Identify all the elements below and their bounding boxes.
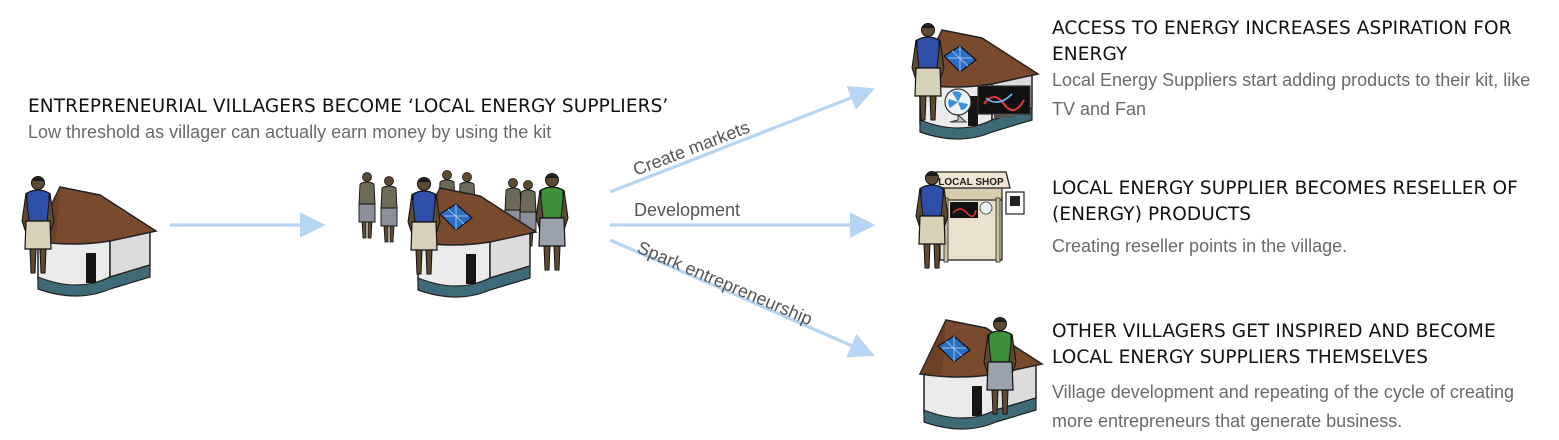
arrow-create-markets — [609, 85, 875, 194]
outcome-title-aspiration: ACCESS TO ENERGY INCREASES ASPIRATION FO… — [1052, 18, 1512, 65]
intro-title: ENTREPRENEURIAL VILLAGERS BECOME ‘LOCAL … — [28, 96, 669, 117]
villager-group-illustration — [358, 170, 569, 298]
local-shop-illustration: LOCAL SHOP — [915, 170, 1025, 269]
label-spark-entrepreneurship: Spark entrepreneurship — [634, 237, 815, 329]
fan-icon — [944, 88, 972, 123]
inspired-villager-illustration — [919, 316, 1043, 430]
energy-products-illustration — [911, 22, 1039, 140]
shop-sign: LOCAL SHOP — [938, 177, 1004, 188]
villager-house-illustration — [21, 175, 157, 297]
outcome-description-reseller: Creating reseller points in the village. — [1052, 236, 1348, 256]
intro-subtitle: Low threshold as villager can actually e… — [28, 122, 552, 142]
outcome-title-reseller: LOCAL ENERGY SUPPLIER BECOMES RESELLER O… — [1052, 178, 1518, 225]
arrow-spark-entrepreneurship — [609, 238, 875, 358]
outcome-description-aspiration: Local Energy Suppliers start adding prod… — [1052, 70, 1531, 119]
label-development: Development — [634, 200, 740, 220]
tv-icon — [977, 85, 1031, 118]
outcome-description-inspired: Village development and repeating of the… — [1052, 382, 1514, 431]
outcome-title-inspired: OTHER VILLAGERS GET INSPIRED AND BECOME … — [1052, 321, 1496, 368]
